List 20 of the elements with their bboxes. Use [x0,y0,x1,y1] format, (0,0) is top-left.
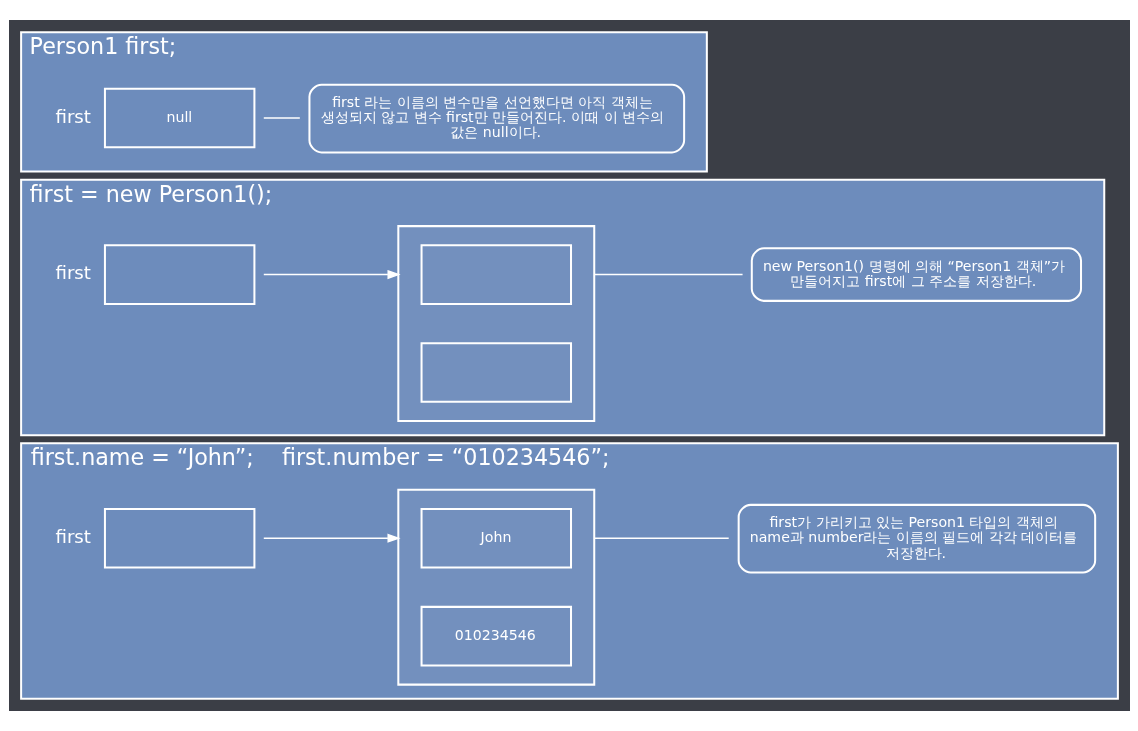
node-box: 010234546 [420,605,572,667]
node-box [103,507,255,569]
connector [593,273,743,276]
node-box [420,342,572,403]
arrow [262,533,401,543]
node-box: John [420,507,572,569]
connector [593,537,729,539]
node-box: first 라는 이름의 변수만을 선언했다면 아직 객체는 생성되지 않고 변수 first만 만들어진다. 이때 이 변수의 값은 null이다. [307,83,685,154]
node-box [103,244,255,305]
node-box: new Person1() 명령에 의해 “Person1 객체”가 만들어지고 first에 그 주소를 저장한다. [750,247,1082,302]
node-label: first [54,105,91,127]
node-label: first [54,525,91,547]
cluster [396,225,595,423]
cluster [396,488,595,686]
node-box: null [103,87,255,149]
node-box [420,244,572,305]
connector [262,117,301,119]
node-box: first가 가리키고 있는 Person1 타입의 객체의 name과 number라는 이름의 필드에 각각 데이터를 저장한다. [737,503,1096,574]
arrow [262,270,401,280]
node-label: first [54,262,91,284]
